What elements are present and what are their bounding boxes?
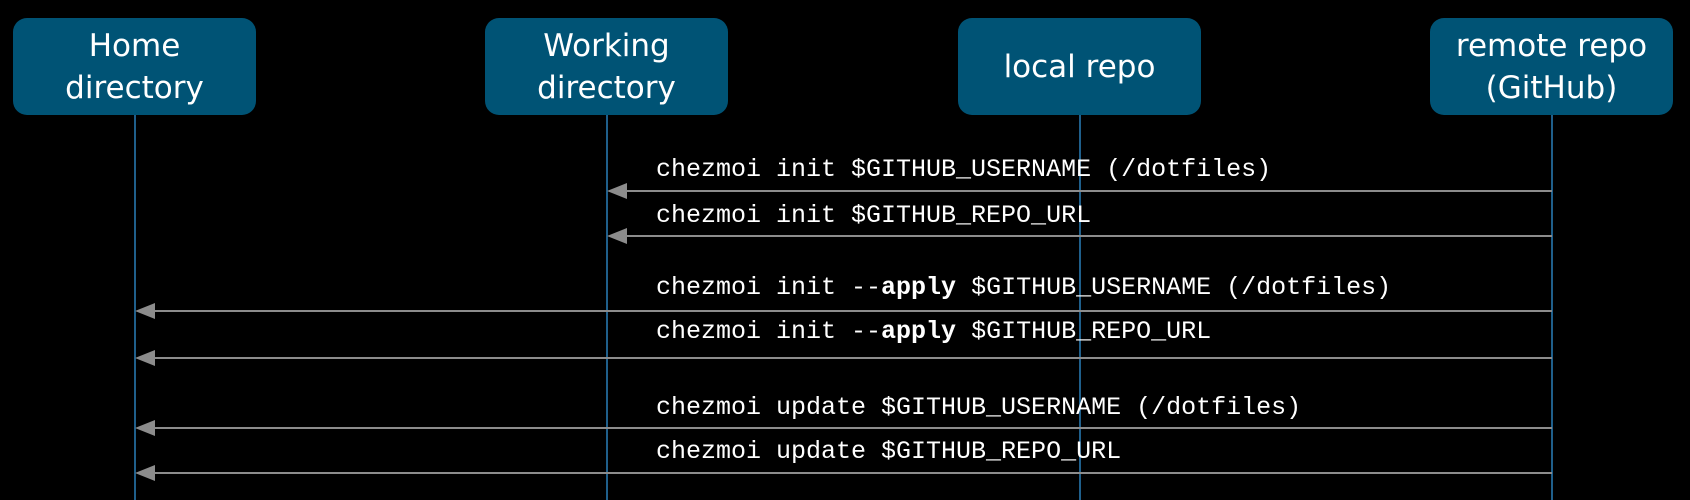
message-text: $GITHUB_USERNAME (/dotfiles) xyxy=(956,273,1392,302)
participant-working-directory: Working directory xyxy=(485,18,728,115)
message-label-init-username: chezmoi init $GITHUB_USERNAME (/dotfiles… xyxy=(656,155,1271,185)
participant-local-repo-label: local repo xyxy=(1003,48,1156,85)
arrow-head xyxy=(135,303,155,319)
message-label-init-apply-username: chezmoi init --apply $GITHUB_USERNAME (/… xyxy=(656,273,1391,303)
message-arrows xyxy=(135,183,1552,481)
message-arrow xyxy=(607,228,1552,244)
participant-remote-repo: remote repo (GitHub) xyxy=(1430,18,1673,115)
message-text: chezmoi init -- xyxy=(656,273,882,302)
message-text: chezmoi init $GITHUB_REPO_URL xyxy=(656,201,1092,230)
participant-remote-repo-label: remote repo (GitHub) xyxy=(1455,27,1648,106)
message-arrow xyxy=(135,465,1552,481)
message-label-init-repo-url: chezmoi init $GITHUB_REPO_URL xyxy=(656,201,1091,231)
message-text: chezmoi update $GITHUB_REPO_URL xyxy=(656,437,1122,466)
message-text: chezmoi init $GITHUB_USERNAME (/dotfiles… xyxy=(656,155,1272,184)
arrow-head xyxy=(135,350,155,366)
message-arrow xyxy=(135,420,1552,436)
message-arrow xyxy=(135,303,1552,319)
arrow-head xyxy=(135,420,155,436)
message-label-init-apply-repo-url: chezmoi init --apply $GITHUB_REPO_URL xyxy=(656,317,1211,347)
apply-flag: apply xyxy=(881,273,957,302)
message-text: $GITHUB_REPO_URL xyxy=(956,317,1212,346)
message-label-update-repo-url: chezmoi update $GITHUB_REPO_URL xyxy=(656,437,1121,467)
participant-home-directory: Home directory xyxy=(13,18,256,115)
arrow-head xyxy=(607,228,627,244)
message-text: chezmoi update $GITHUB_USERNAME (/dotfil… xyxy=(656,393,1302,422)
message-arrow xyxy=(607,183,1552,199)
apply-flag: apply xyxy=(881,317,957,346)
participant-working-directory-label: Working directory xyxy=(537,27,676,106)
participant-home-directory-label: Home directory xyxy=(65,27,204,106)
arrow-head xyxy=(135,465,155,481)
participant-local-repo: local repo xyxy=(958,18,1201,115)
lifelines xyxy=(134,115,1553,500)
arrow-head xyxy=(607,183,627,199)
message-label-update-username: chezmoi update $GITHUB_USERNAME (/dotfil… xyxy=(656,393,1301,423)
message-text: chezmoi init -- xyxy=(656,317,882,346)
message-arrow xyxy=(135,350,1552,366)
